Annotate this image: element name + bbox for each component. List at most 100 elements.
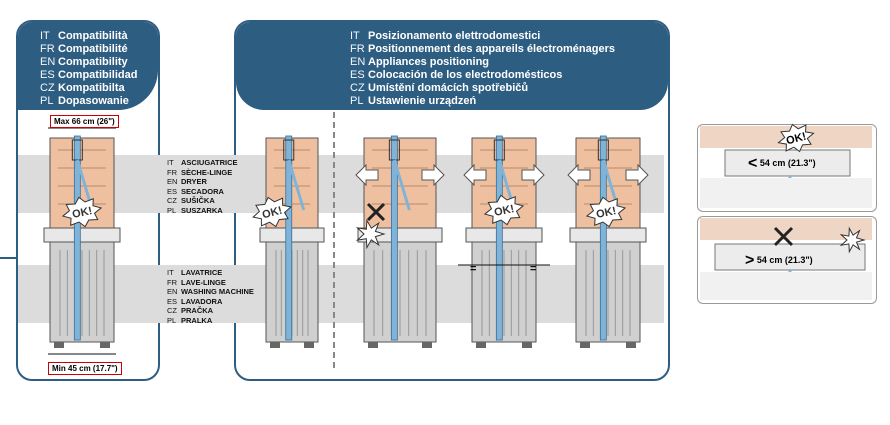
- language-code: PL: [167, 205, 177, 215]
- language-code: PL: [167, 315, 177, 325]
- washer-foot: [580, 342, 590, 348]
- ok-starburst: [585, 196, 627, 228]
- language-code: PL: [40, 95, 54, 107]
- language-code: ES: [167, 296, 178, 306]
- greater-value: 54 cm (21.3"): [756, 255, 813, 265]
- ok-text: OK!: [261, 205, 284, 222]
- min-width-label: Min 45 cm (17.7"): [48, 362, 122, 375]
- slide-arrow: [625, 163, 649, 187]
- cross-mark: [366, 202, 386, 222]
- language-code: FR: [167, 167, 177, 177]
- dryer-band: [18, 155, 664, 213]
- language-code: ES: [40, 69, 55, 81]
- washer-foot: [270, 342, 280, 348]
- strap-tail: [287, 159, 306, 211]
- language-code: EN: [167, 287, 178, 296]
- dryer-label-pl: PL SUSZARKA: [167, 206, 223, 216]
- appliance-stack: OK!: [43, 135, 121, 348]
- washer-edge: [700, 272, 872, 300]
- appliance-name: SUSZARKA: [181, 205, 223, 215]
- compat-line-pl: PL Dopasowanie: [40, 95, 129, 108]
- safety-strap: [495, 135, 503, 341]
- language-code: CZ: [167, 306, 177, 315]
- appliance-name: ASCIUGATRICE: [181, 158, 238, 167]
- appliance-name: SUŠIČKA: [181, 196, 215, 205]
- washer-foot: [54, 342, 64, 348]
- appliance-name: SECADORA: [181, 186, 224, 196]
- ok-text: OK!: [71, 205, 93, 221]
- dryer-label-cz: CZ SUŠIČKA: [167, 196, 215, 206]
- dryer-label-it: IT ASCIUGATRICE: [167, 158, 238, 168]
- appliance-stack: OK!==: [458, 135, 550, 348]
- language-code: ES: [350, 69, 365, 81]
- heading-text: Positionnement des appareils électroména…: [368, 43, 615, 55]
- heading-text: Compatibilité: [58, 43, 128, 55]
- heading-text: Ustawienie urządzeń: [368, 95, 477, 107]
- width-greater-label: > 54 cm (21.3"): [745, 252, 813, 270]
- ok-badge: OK!: [61, 196, 103, 228]
- heading-text: Posizionamento elettrodomestici: [368, 30, 541, 42]
- appliance-stack: OK!: [252, 135, 325, 348]
- ok-text: OK!: [595, 205, 617, 221]
- language-code: FR: [350, 43, 365, 55]
- ok-badge: OK!: [483, 194, 525, 226]
- washer-label-cz: CZ PRAČKA: [167, 306, 213, 316]
- washer-foot: [100, 342, 110, 348]
- language-code: EN: [40, 56, 56, 68]
- language-code: CZ: [40, 82, 55, 94]
- slide-arrow: [421, 163, 445, 187]
- appliance-name: WASHING MACHINE: [181, 287, 254, 296]
- washer-foot: [304, 342, 314, 348]
- less-than-symbol: <: [748, 155, 758, 172]
- language-code: IT: [167, 268, 174, 277]
- language-code: PL: [350, 95, 364, 107]
- shelf-edge: [724, 149, 851, 177]
- washer-band: [18, 265, 664, 323]
- ok-badge: OK!: [777, 123, 815, 153]
- language-code: CZ: [167, 196, 177, 205]
- washer-foot: [522, 342, 532, 348]
- heading-text: Compatibility: [58, 56, 128, 68]
- greater-than-symbol: >: [745, 252, 755, 269]
- appliance-name: LAVADORA: [181, 296, 223, 306]
- appliance-name: PRALKA: [181, 315, 213, 325]
- language-code: FR: [167, 277, 177, 287]
- safety-strap: [285, 135, 293, 341]
- heading-text: Umístění domácích spotřebičů: [368, 82, 529, 94]
- ok-starburst: [61, 196, 103, 228]
- washer-foot: [476, 342, 486, 348]
- safety-strap: [73, 135, 81, 341]
- dryer-edge: [700, 218, 872, 240]
- safety-strap: [390, 135, 398, 341]
- ok-text: OK!: [493, 203, 515, 219]
- slide-arrow: [355, 163, 379, 187]
- heading-text: Dopasowanie: [58, 95, 129, 107]
- washer-edge: [700, 178, 872, 208]
- language-code: IT: [167, 158, 174, 167]
- width-less-label: < 54 cm (21.3"): [748, 155, 816, 173]
- heading-text: Colocación de los electrodomésticos: [368, 69, 563, 81]
- ok-starburst: [483, 194, 525, 226]
- shake-burst: [839, 226, 866, 254]
- strap-tail: [392, 159, 411, 211]
- heading-text: Compatibilidad: [58, 69, 138, 81]
- appliance-name: PRAČKA: [181, 306, 214, 315]
- washer-foot: [626, 342, 636, 348]
- appliance-name: LAVATRICE: [181, 268, 223, 277]
- ok-text: OK!: [785, 131, 808, 148]
